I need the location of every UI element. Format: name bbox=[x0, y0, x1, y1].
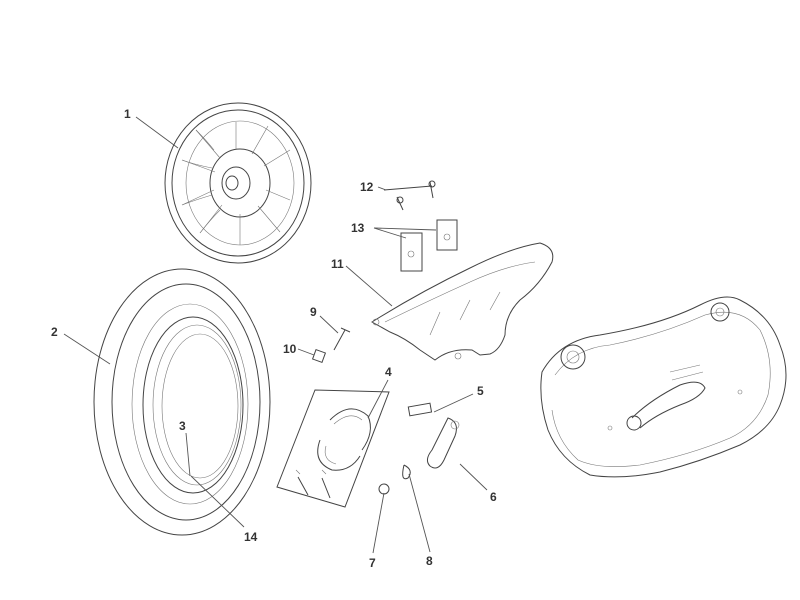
callout-1: 1 bbox=[124, 107, 131, 121]
callout-3: 3 bbox=[179, 419, 186, 433]
bolt-nut-part bbox=[311, 327, 351, 364]
callout-2: 2 bbox=[51, 325, 58, 339]
callout-4: 4 bbox=[385, 365, 392, 379]
callout-12: 12 bbox=[360, 180, 374, 194]
rear-fender-part bbox=[371, 242, 554, 361]
clip-screw-part bbox=[383, 180, 436, 211]
callout-11: 11 bbox=[331, 257, 344, 271]
callout-8: 8 bbox=[426, 554, 433, 568]
callout-labels: 1 2 3 4 5 6 7 8 9 10 11 12 13 14 bbox=[51, 107, 497, 570]
callout-10: 10 bbox=[283, 342, 297, 356]
callout-7: 7 bbox=[369, 556, 376, 570]
engine-cover-part bbox=[540, 296, 787, 478]
tire-part bbox=[93, 268, 271, 536]
callout-6: 6 bbox=[490, 490, 497, 504]
callout-14: 14 bbox=[244, 530, 258, 544]
callout-13: 13 bbox=[351, 221, 365, 235]
callout-5: 5 bbox=[477, 384, 484, 398]
leader-lines bbox=[63, 116, 488, 554]
brake-cam-arm-part bbox=[378, 402, 460, 495]
rear-rim-part bbox=[164, 102, 312, 264]
speed-nut-part bbox=[400, 219, 458, 272]
callout-9: 9 bbox=[310, 305, 317, 319]
brake-shoe-set-part bbox=[276, 389, 390, 508]
